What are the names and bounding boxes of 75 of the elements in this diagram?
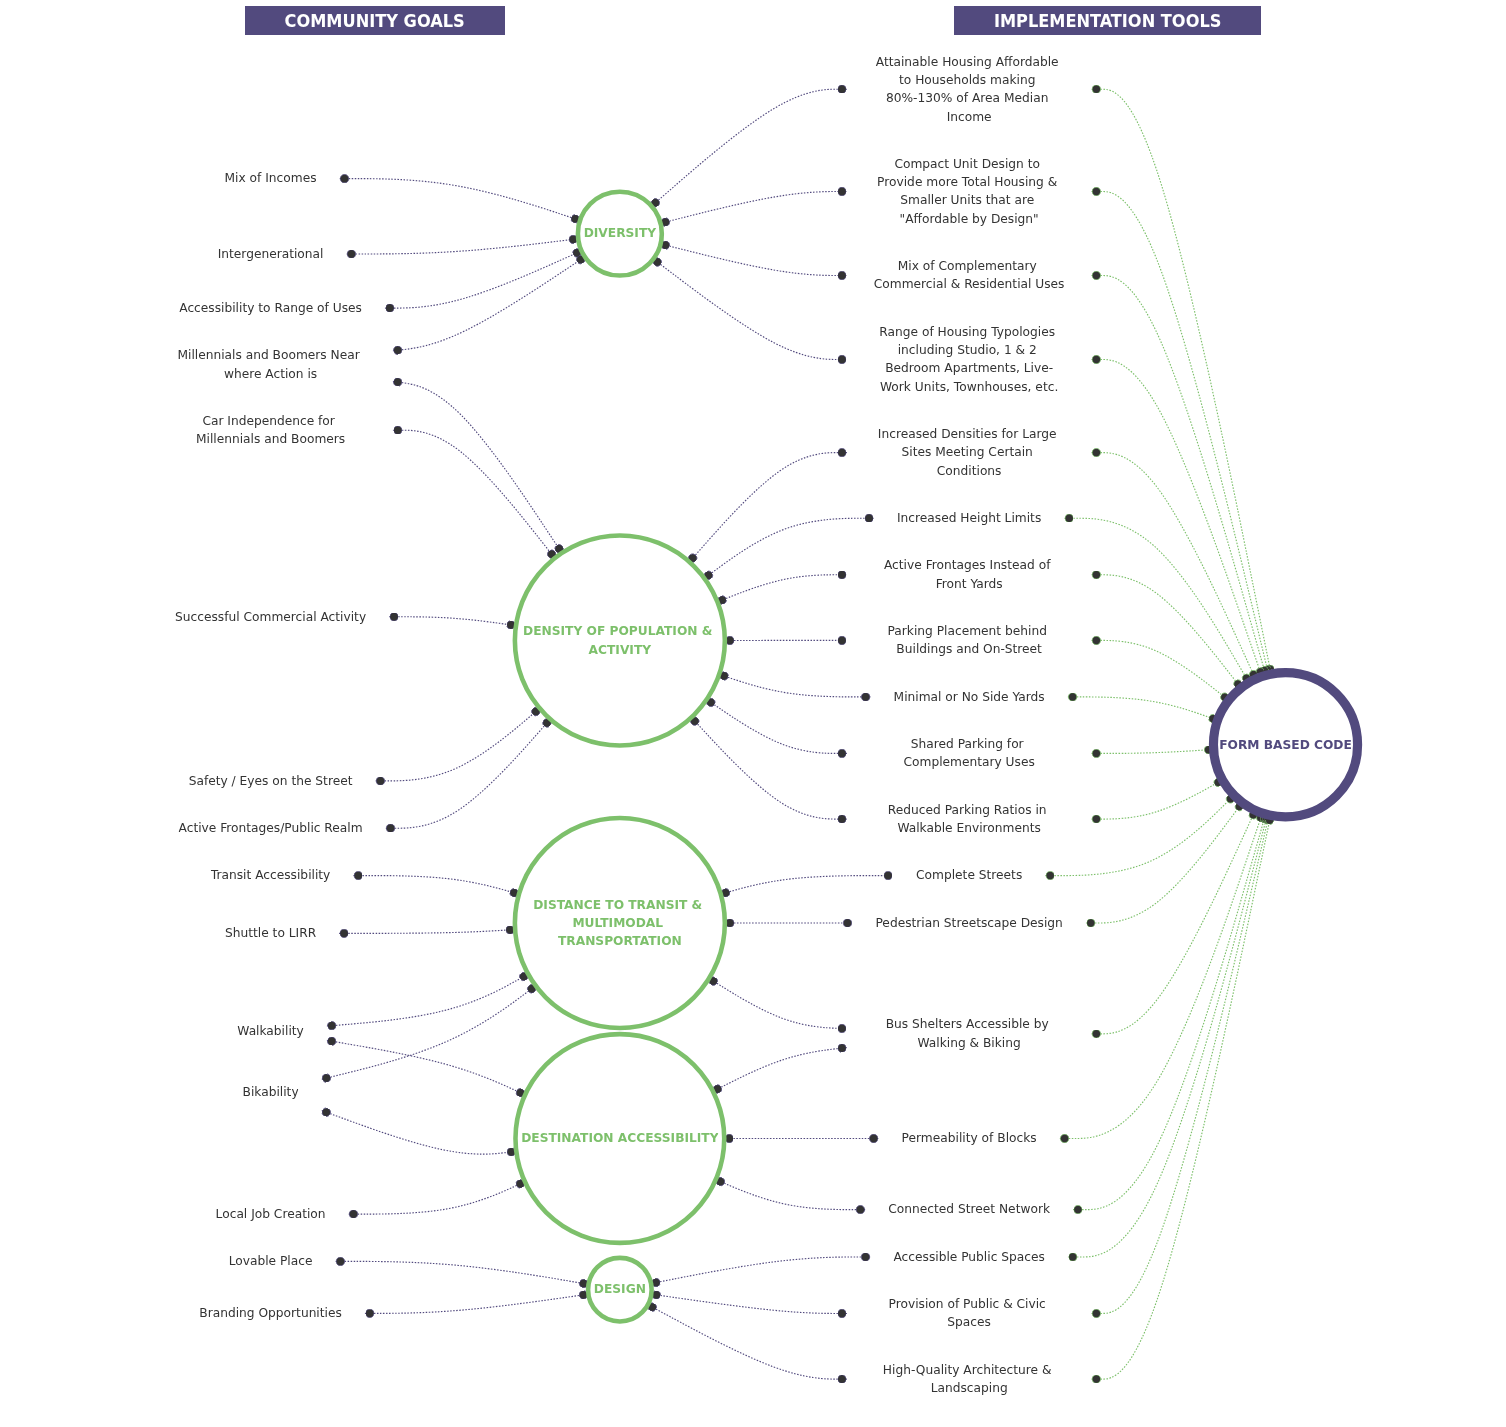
- node-text: Provision of Public & Civic Spaces: [888, 1296, 1046, 1330]
- node-text: Branding Opportunities: [199, 1305, 342, 1321]
- node-text: Increased Height Limits: [897, 510, 1042, 526]
- connector: [708, 976, 848, 1034]
- node-text: Range of Housing Typologies including Studio, 1 & 2 Bedroom Apartments, Live-Work Units, Townhouses, etc.: [879, 324, 1059, 394]
- connector: [652, 257, 848, 365]
- node-text: Permeability of Blocks: [901, 1130, 1037, 1146]
- connector: [650, 84, 848, 208]
- node-text: Car Independence for Millennials and Boomers: [195, 413, 346, 447]
- node-circle: DESIGN: [585, 1255, 654, 1324]
- connector: [384, 248, 583, 313]
- connector: [392, 377, 564, 554]
- node-text: Attainable Housing Affordable to Households making 80%-130% of Area Median Income: [875, 54, 1059, 124]
- connector: [320, 1107, 517, 1157]
- connector: [715, 1176, 866, 1215]
- node-circle: DISTANCE TO TRANSIT & MULTIMODAL TRANSPORTATION: [512, 815, 728, 1031]
- node-text: Active Frontages/Public Realm: [178, 820, 363, 836]
- node-text: Shared Parking for Complementary Uses: [903, 736, 1035, 770]
- node-text: Local Job Creation: [215, 1206, 326, 1221]
- node-text: Minimal or No Side Yards: [893, 689, 1045, 704]
- connector: [647, 1302, 848, 1384]
- node-text: Walkability: [237, 1023, 304, 1038]
- column-header: IMPLEMENTATION TOOLS: [953, 6, 1262, 35]
- connector: [690, 716, 848, 824]
- node-text: Millennials and Boomers Near where Action is: [177, 347, 360, 381]
- node-circle: DIVERSITY: [575, 189, 665, 278]
- connector: [1090, 354, 1265, 678]
- node-text: Lovable Place: [228, 1253, 313, 1269]
- node-text: High-Quality Architecture & Landscaping: [882, 1362, 1052, 1396]
- connector: [352, 870, 520, 898]
- node-text: Increased Densities for Large Sites Meeting Certain Conditions: [877, 426, 1057, 478]
- connector: [347, 1179, 526, 1219]
- connector: [1090, 635, 1230, 702]
- node-circle: DENSITY OF POPULATION & ACTIVITY: [512, 533, 728, 748]
- connector: [364, 1290, 589, 1318]
- node-text: Accessibility to Range of Uses: [179, 300, 362, 315]
- node-text: Pedestrian Streetscape Design: [875, 915, 1063, 930]
- node-text: Intergenerational: [217, 246, 324, 261]
- connector: [320, 984, 537, 1083]
- connector: [1090, 270, 1270, 676]
- node-text: Mix of Incomes: [224, 171, 317, 186]
- node-text: Bus Shelters Accessible by Walking & Biking: [885, 1017, 1049, 1050]
- node-text: Parking Placement behind Buildings and On-Street: [887, 623, 1047, 657]
- connector: [326, 971, 529, 1031]
- node-text: Bikability: [242, 1084, 299, 1099]
- connector: [1044, 794, 1236, 881]
- node-text: Mix of Complementary Commercial & Residential Uses: [873, 258, 1065, 292]
- connector: [712, 1043, 848, 1094]
- node-circle: FORM BASED CODE: [1208, 668, 1363, 822]
- connector: [706, 697, 848, 759]
- column-header: COMMUNITY GOALS: [244, 6, 505, 35]
- node-text: Compact Unit Design to Provide more Total Housing & Smaller Units that are "Affordable by Design": [877, 156, 1058, 226]
- connector: [1090, 186, 1273, 676]
- connector: [326, 1036, 526, 1098]
- connector: [716, 570, 848, 605]
- node-text: Active Frontages Instead of Front Yards: [883, 557, 1051, 591]
- connector: [703, 513, 875, 580]
- node-text: Connected Street Network: [888, 1201, 1050, 1217]
- node-text: Reduced Parking Ratios in Walkable Environments: [887, 802, 1047, 836]
- connector: [384, 718, 552, 833]
- node-text: Safety / Eyes on the Street: [188, 773, 353, 788]
- connector: [392, 255, 586, 355]
- connector: [338, 174, 581, 224]
- connector: [720, 870, 894, 898]
- node-text: Transit Accessibility: [210, 867, 331, 883]
- connector: [1090, 570, 1243, 689]
- node-circle: DESTINATION ACCESSIBILITY: [513, 1031, 727, 1246]
- connector: [688, 448, 848, 563]
- node-text: Accessible Public Spaces: [893, 1249, 1045, 1264]
- connector: [392, 425, 557, 559]
- node-text: Shuttle to LIRR: [225, 925, 317, 941]
- connector: [374, 706, 541, 786]
- node-text: Successful Commercial Activity: [175, 609, 367, 624]
- node-text: Complete Streets: [916, 867, 1023, 883]
- connector: [718, 671, 872, 702]
